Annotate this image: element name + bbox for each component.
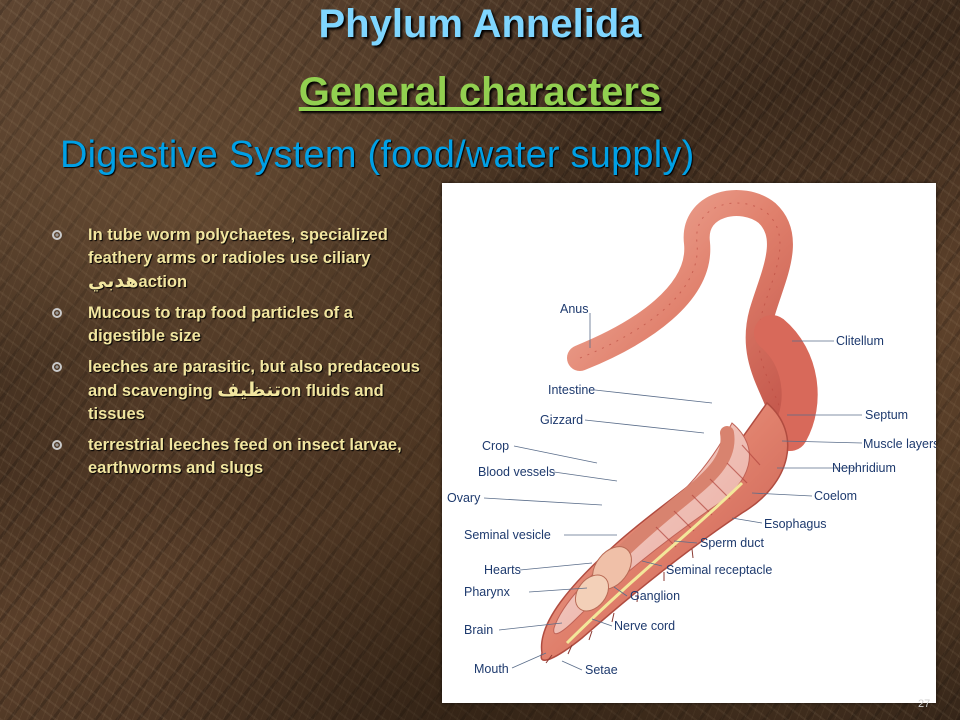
worm-clitellum (754, 315, 818, 451)
arabic-term: تنظيف (217, 379, 282, 401)
label-coelom: Coelom (814, 489, 857, 503)
bullet-text: In tube worm polychaetes, specialized fe… (88, 226, 388, 267)
bullet-text: leeches are parasitic, but also predaceo… (88, 358, 420, 400)
worm-nerve-cord (565, 481, 744, 645)
label-mouth: Mouth (474, 662, 509, 676)
label-seminal-receptacle: Seminal receptacle (666, 563, 772, 577)
bullet-icon (52, 362, 62, 372)
label-leaders (483, 313, 863, 671)
label-ganglion: Ganglion (630, 589, 680, 603)
label-hearts: Hearts (484, 563, 521, 577)
bullet-text: terrestrial leeches feed on insect larva… (88, 436, 402, 477)
worm-tail (567, 190, 796, 441)
bullet-text: Mucous to trap food particles of a diges… (88, 304, 353, 345)
label-nerve-cord: Nerve cord (614, 619, 675, 633)
earthworm-illustration: Anus Clitellum Intestine Gizzard Septum … (447, 190, 936, 677)
bullet-item: Mucous to trap food particles of a diges… (52, 302, 420, 348)
label-muscle-layers: Muscle layers (863, 437, 936, 451)
label-septum: Septum (865, 408, 908, 422)
label-setae: Setae (585, 663, 618, 677)
arabic-term: هدبي (88, 270, 139, 292)
bullet-item: terrestrial leeches feed on insect larva… (52, 434, 420, 480)
page-number: 27 (918, 698, 931, 710)
slide-title: Phylum Annelida (318, 2, 642, 46)
label-gizzard: Gizzard (540, 413, 583, 427)
label-clitellum: Clitellum (836, 334, 884, 348)
bullet-icon (52, 440, 62, 450)
label-seminal-vesicle: Seminal vesicle (464, 528, 551, 542)
worm-crop (574, 574, 610, 612)
worm-setae (545, 548, 694, 664)
bullet-item: In tube worm polychaetes, specialized fe… (52, 224, 420, 294)
bullet-icon (52, 308, 62, 318)
label-anus: Anus (560, 302, 589, 316)
label-ovary: Ovary (447, 491, 481, 505)
label-blood-vessels: Blood vessels (478, 465, 555, 479)
bullet-item: leeches are parasitic, but also predaceo… (52, 356, 420, 426)
label-brain: Brain (464, 623, 493, 637)
section-heading: Digestive System (food/water supply) (60, 134, 695, 176)
label-nephridium: Nephridium (832, 461, 896, 475)
label-sperm-duct: Sperm duct (700, 536, 764, 550)
slide-subtitle: General characters (298, 70, 662, 114)
bullet-text: action (138, 273, 188, 291)
label-intestine: Intestine (548, 383, 595, 397)
label-esophagus: Esophagus (764, 517, 827, 531)
label-pharynx: Pharynx (464, 585, 511, 599)
bullet-icon (52, 230, 62, 240)
bullet-list: In tube worm polychaetes, specialized fe… (52, 224, 420, 488)
label-crop: Crop (482, 439, 509, 453)
earthworm-diagram: Anus Clitellum Intestine Gizzard Septum … (442, 183, 936, 703)
bullet-text: on fluids and tissues (88, 382, 384, 423)
